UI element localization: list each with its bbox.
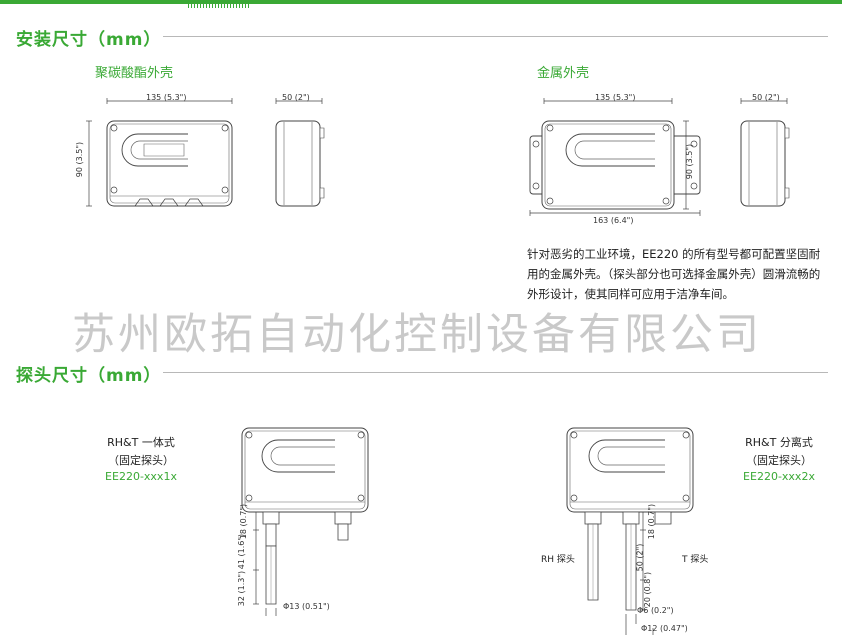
integrated-dim-mid: 41 (1.6") — [237, 533, 247, 570]
mounting-section-title: 安装尺寸（mm） — [16, 30, 162, 50]
poly-width-dim: 135 (5.3") — [146, 93, 187, 102]
probe-section-rule — [163, 372, 828, 373]
remote-diameter-large: Φ12 (0.47") — [641, 624, 688, 633]
integrated-probe-model: EE220-xxx1x — [105, 470, 177, 483]
mounting-section-rule — [163, 36, 828, 37]
rh-probe-label: RH 探头 — [541, 555, 575, 565]
metal-title: 金属外壳 — [537, 66, 590, 81]
remote-dim-mid: 50 (2") — [635, 543, 645, 572]
poly-height-dim: 90 (3.5") — [75, 141, 85, 178]
metal-flange-dim: 163 (6.4") — [593, 216, 634, 225]
metal-width-dim: 135 (5.3") — [595, 93, 636, 102]
remote-probe-name: RH&T 分离式 — [745, 436, 813, 449]
remote-dim-top: 18 (0.7") — [647, 503, 657, 540]
integrated-dim-bottom: 32 (1.3") — [237, 570, 247, 607]
top-tick-marks — [188, 4, 250, 8]
integrated-probe-drawing — [230, 420, 380, 620]
poly-depth-dim: 50 (2") — [282, 93, 310, 102]
remote-dim-small: 20 (0.8") — [643, 571, 653, 608]
company-watermark: 苏州欧拓自动化控制设备有限公司 — [72, 310, 762, 360]
metal-side-drawing — [735, 88, 795, 218]
probe-section-title: 探头尺寸（mm） — [16, 366, 162, 386]
integrated-diameter: Φ13 (0.51") — [283, 602, 330, 611]
integrated-probe-name: RH&T 一体式 — [107, 436, 175, 449]
metal-front-drawing — [520, 88, 720, 228]
polycarbonate-side-drawing — [270, 88, 330, 218]
metal-height-dim: 90 (3.5") — [685, 143, 695, 180]
top-accent-bar — [0, 0, 842, 4]
remote-diameter-small: Φ6 (0.2") — [637, 606, 674, 615]
remote-probe-model: EE220-xxx2x — [743, 470, 815, 483]
metal-depth-dim: 50 (2") — [752, 93, 780, 102]
metal-housing-description: 针对恶劣的工业环境，EE220 的所有型号都可配置坚固耐用的金属外壳。（探头部分… — [527, 247, 821, 301]
polycarbonate-title: 聚碳酸酯外壳 — [95, 66, 174, 81]
remote-probe-sub: （固定探头） — [746, 454, 812, 467]
t-probe-label: T 探头 — [682, 555, 709, 565]
remote-probe-drawing — [555, 420, 715, 640]
integrated-probe-sub: （固定探头） — [108, 454, 174, 467]
polycarbonate-front-drawing — [80, 88, 250, 218]
